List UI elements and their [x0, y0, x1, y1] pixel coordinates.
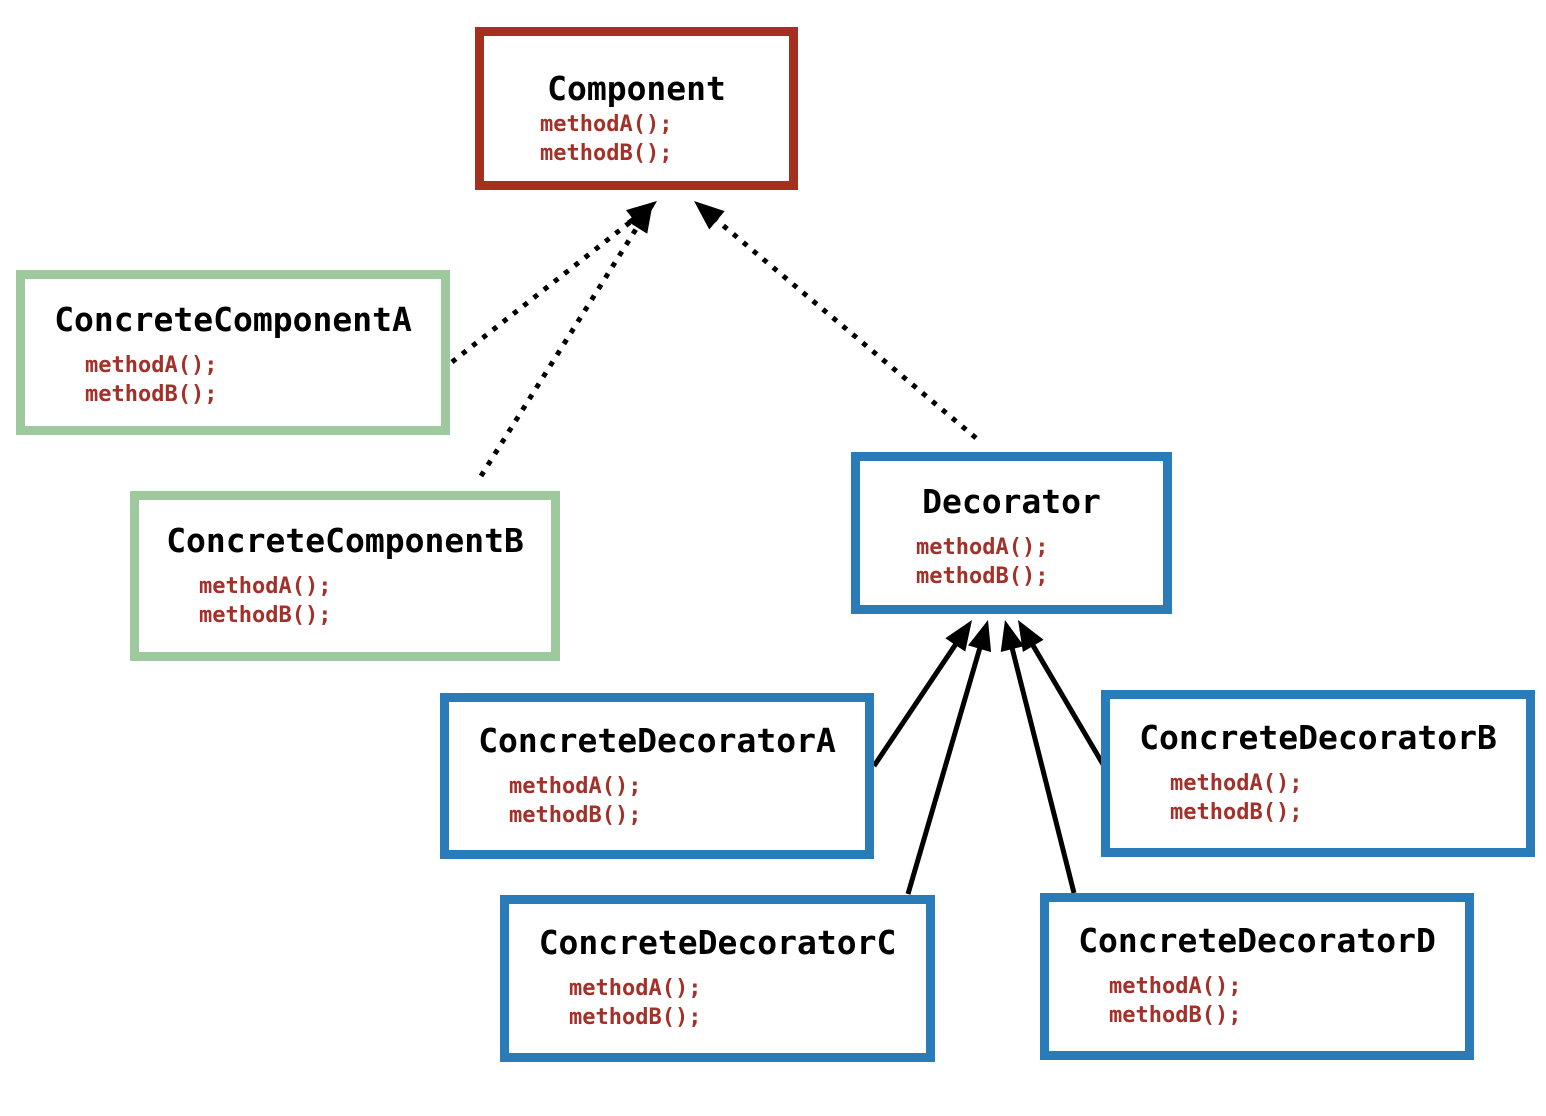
relation-rel-decorator-component: [694, 201, 978, 440]
method-line: methodA();: [85, 353, 218, 378]
class-name-concrete-decorator-c: ConcreteDecoratorC: [538, 923, 897, 962]
class-name-concrete-decorator-a: ConcreteDecoratorA: [478, 721, 836, 760]
relation-rel-cca-component: [450, 201, 657, 364]
class-methods-concrete-component-b: methodA(); methodB();: [199, 573, 331, 630]
method-line: methodA();: [509, 774, 642, 799]
method-line: methodA();: [916, 535, 1049, 560]
relation-line: [905, 642, 984, 895]
relation-rel-cdd-decorator: [1000, 620, 1077, 894]
relation-line: [871, 638, 961, 768]
class-methods-concrete-decorator-a: methodA(); methodB();: [509, 773, 641, 830]
class-name-component: Component: [547, 69, 726, 108]
class-name-decorator: Decorator: [922, 482, 1101, 521]
relation-line: [1008, 642, 1077, 894]
class-box-concrete-component-a[interactable]: ConcreteComponentA methodA(); methodB();: [16, 270, 450, 435]
class-methods-component: methodA(); methodB();: [540, 111, 672, 168]
class-box-decorator[interactable]: Decorator methodA(); methodB();: [851, 452, 1172, 614]
class-box-concrete-decorator-a[interactable]: ConcreteDecoratorA methodA(); methodB();: [440, 693, 874, 859]
class-box-concrete-decorator-d[interactable]: ConcreteDecoratorD methodA(); methodB();: [1040, 893, 1474, 1060]
class-box-concrete-decorator-c[interactable]: ConcreteDecoratorC methodA(); methodB();: [500, 895, 935, 1062]
class-methods-concrete-decorator-c: methodA(); methodB();: [569, 975, 701, 1032]
relation-arrowhead: [625, 201, 657, 229]
class-name-concrete-decorator-d: ConcreteDecoratorD: [1078, 921, 1436, 960]
method-line: methodA();: [1170, 771, 1303, 796]
method-line: methodB();: [1109, 1002, 1242, 1028]
class-name-concrete-component-a: ConcreteComponentA: [54, 300, 412, 339]
relation-arrowhead: [945, 620, 972, 652]
method-line: methodB();: [916, 563, 1049, 589]
relation-rel-ccb-component: [478, 202, 653, 478]
relation-arrowhead: [1018, 620, 1044, 652]
class-methods-concrete-decorator-b: methodA(); methodB();: [1170, 770, 1302, 827]
class-box-component[interactable]: Component methodA(); methodB();: [475, 27, 798, 190]
relation-arrowhead: [968, 620, 992, 653]
relation-rel-cdc-decorator: [905, 620, 992, 895]
class-methods-concrete-component-a: methodA(); methodB();: [85, 352, 217, 409]
method-line: methodA();: [199, 574, 332, 599]
class-name-concrete-component-b: ConcreteComponentB: [166, 521, 524, 560]
class-methods-decorator: methodA(); methodB();: [916, 534, 1048, 591]
method-line: methodA();: [540, 112, 673, 137]
relation-arrowhead: [626, 202, 653, 234]
class-name-concrete-decorator-b: ConcreteDecoratorB: [1139, 718, 1497, 757]
class-methods-concrete-decorator-d: methodA(); methodB();: [1109, 973, 1241, 1030]
relation-line: [450, 213, 640, 364]
class-box-concrete-decorator-b[interactable]: ConcreteDecoratorB methodA(); methodB();: [1101, 690, 1535, 857]
relation-rel-cdb-decorator: [1018, 620, 1107, 768]
method-line: methodB();: [509, 802, 642, 828]
relation-line: [710, 214, 978, 440]
method-line: methodB();: [540, 140, 673, 166]
relation-line: [1028, 639, 1107, 768]
method-line: methodA();: [569, 976, 702, 1001]
method-line: methodB();: [85, 381, 218, 407]
relation-arrowhead: [1000, 620, 1024, 653]
method-line: methodB();: [1170, 799, 1303, 825]
relation-rel-cda-decorator: [871, 620, 972, 768]
method-line: methodB();: [199, 602, 332, 628]
class-box-concrete-component-b[interactable]: ConcreteComponentB methodA(); methodB();: [130, 491, 560, 661]
relation-line: [478, 220, 643, 478]
method-line: methodB();: [569, 1004, 702, 1030]
relation-arrowhead: [694, 201, 725, 230]
method-line: methodA();: [1109, 974, 1242, 999]
